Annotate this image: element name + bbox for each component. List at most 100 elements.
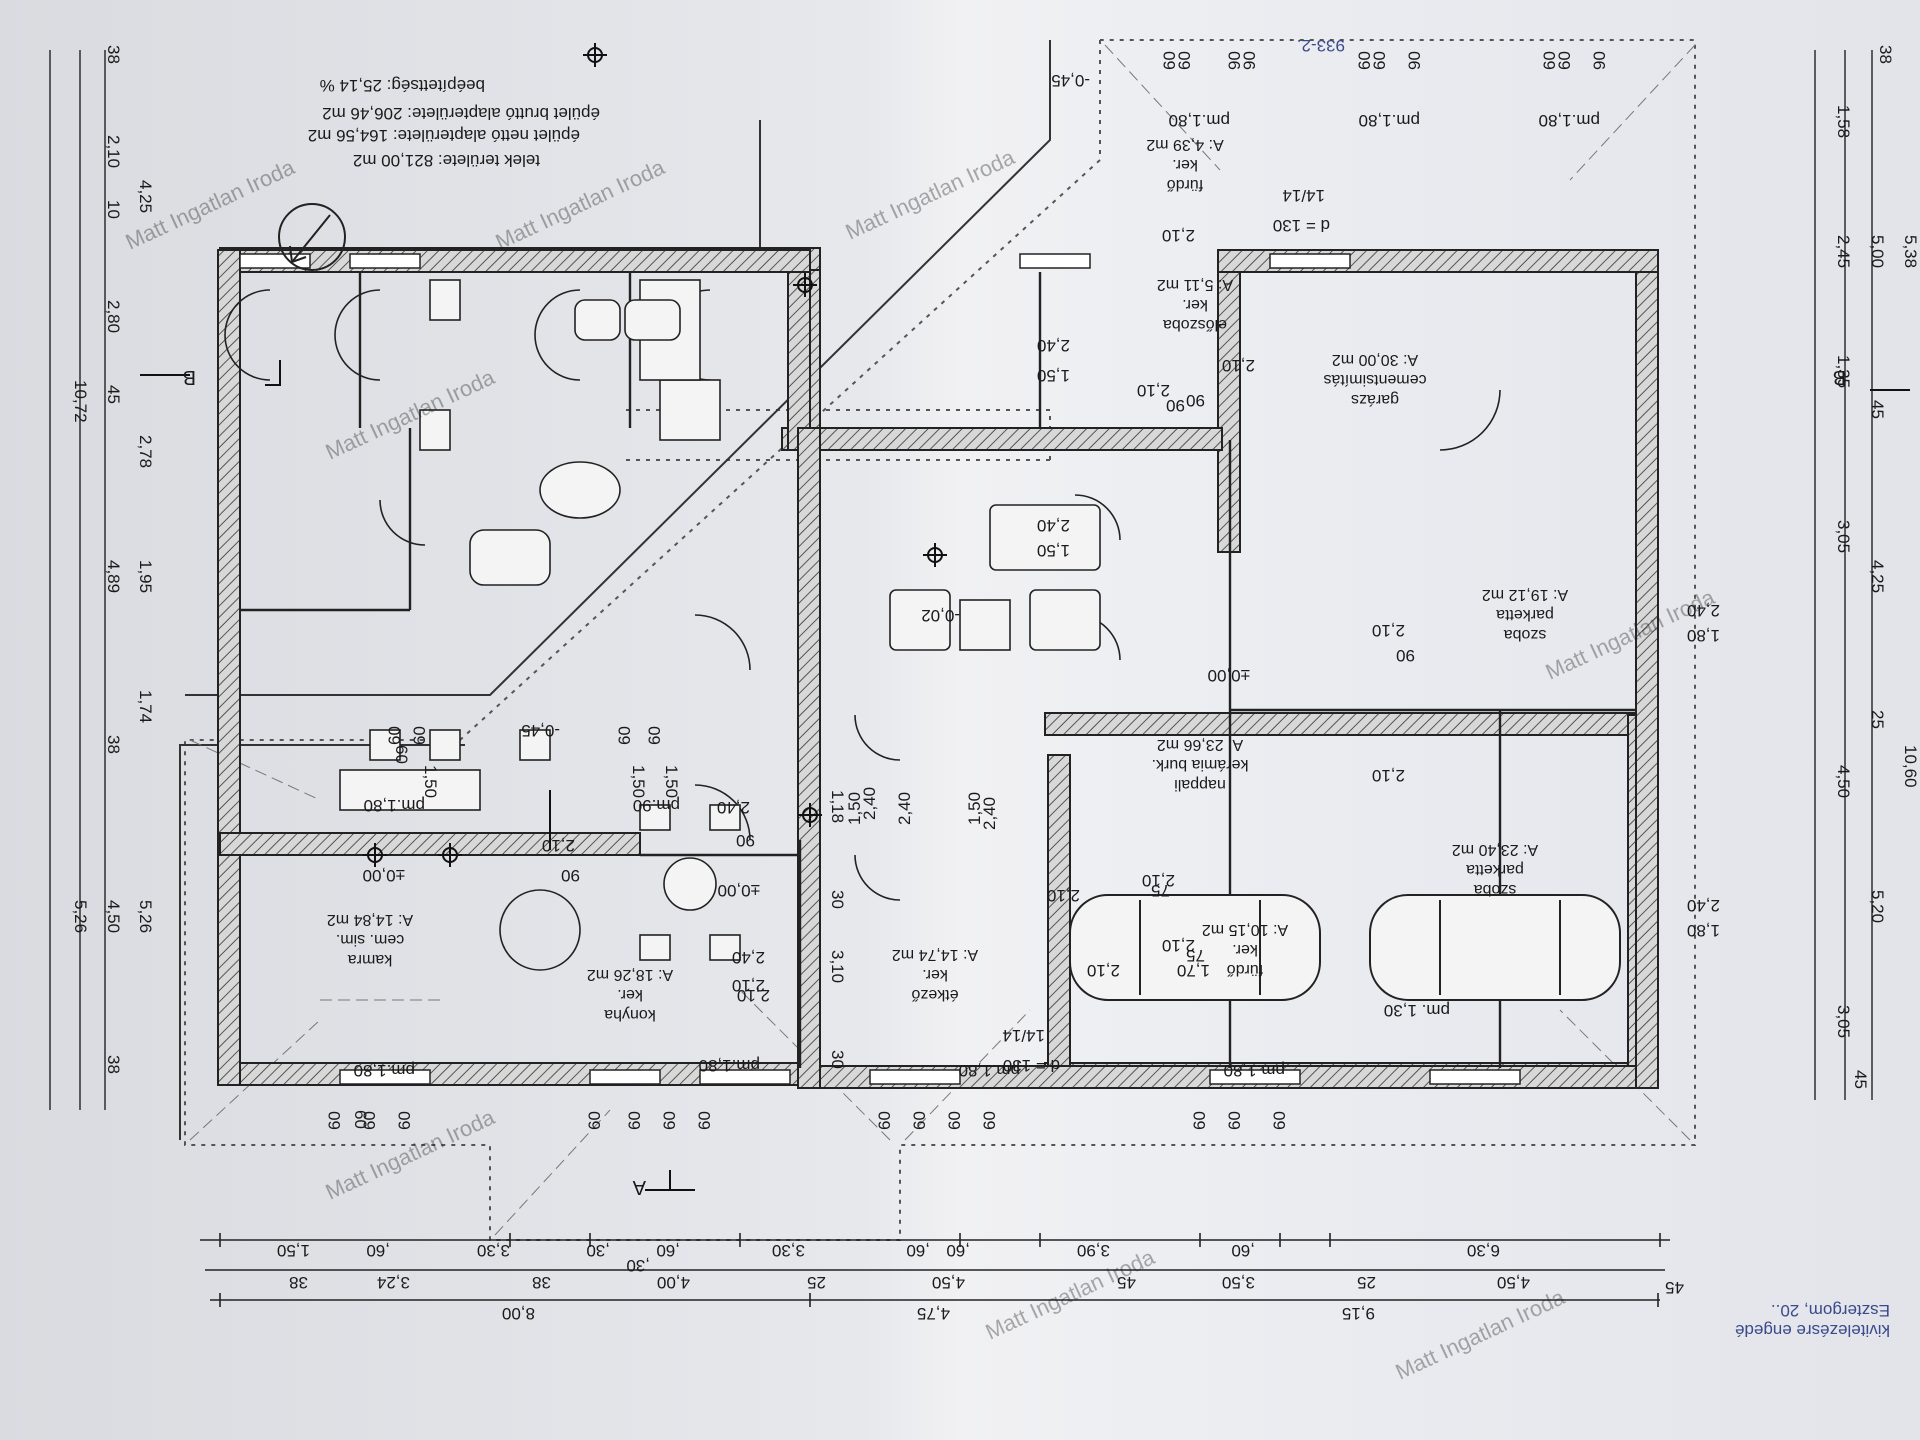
- dim-value: 4,50: [1497, 1273, 1530, 1292]
- dim-value: 4,50: [104, 900, 123, 933]
- room-szoba-1: szoba parketta A: 23,40 m2: [1452, 841, 1538, 898]
- dim-value: 90: [1405, 51, 1424, 70]
- stat-net-area: épület nettó alapterülete: 164,56 m2: [308, 126, 580, 145]
- room-area: A: 18,26 m2: [587, 966, 673, 983]
- dim-value: 2,10: [1087, 961, 1120, 980]
- dim-value: 3,90: [1077, 1241, 1110, 1260]
- level-value: ±0,00: [363, 866, 405, 885]
- room-etkezo: étkező ker. A: 14,74 m2: [892, 946, 978, 1003]
- room-name: kamra: [348, 951, 393, 968]
- dim-value: 5,20: [1868, 890, 1887, 923]
- stamp-text: kivitelezésre engedé: [1735, 1321, 1890, 1340]
- window-label: pm.1,80: [1539, 111, 1600, 130]
- dim-value: 1,80: [1687, 626, 1720, 645]
- dim-value: 1,18: [828, 790, 847, 823]
- dim-value: ,60: [1231, 1241, 1255, 1260]
- room-finish: parketta: [1496, 606, 1554, 623]
- dim-value: 3,10: [828, 950, 847, 983]
- dim-value: 3,24: [377, 1273, 410, 1292]
- dim-value: 2,10: [1137, 381, 1170, 400]
- dim-value: 90: [1186, 391, 1205, 410]
- dim-value: 2,78: [136, 435, 155, 468]
- dim-value: 38: [1876, 45, 1895, 64]
- watermark: Matt Ingatlan Iroda: [982, 1244, 1160, 1345]
- room-area: A: 5,11 m2: [1157, 276, 1233, 293]
- stair-height: d = 130: [1003, 1056, 1060, 1075]
- dim-value: 2,40: [1687, 896, 1720, 915]
- dim-value: 60: [385, 726, 404, 745]
- level-value: ±0,00: [718, 881, 760, 900]
- dim-value: 90: [1590, 51, 1609, 70]
- dim-value: 1,50: [629, 765, 648, 798]
- dim-value: 1,70: [1177, 961, 1210, 980]
- dim-value: 1,35: [1834, 355, 1853, 388]
- level-values: -0,45 -0,45 -0,02 ±0,00 ±0,00 ±0,00: [363, 71, 1250, 900]
- dim-value: 60: [945, 1111, 964, 1130]
- room-konyha: konyha ker. A: 18,26 m2: [587, 966, 673, 1023]
- dim-value: 60: [1175, 51, 1194, 70]
- dim-value: 4,25: [136, 180, 155, 213]
- section-markers: A B B: [183, 366, 1846, 1198]
- room-name: fürdő: [1227, 961, 1264, 978]
- level-value: -0,02: [921, 606, 960, 625]
- stamp-place: Esztergom, 20..: [1771, 1301, 1890, 1320]
- room-finish: cem. sim.: [336, 931, 404, 948]
- dim-value: 6,30: [1467, 1241, 1500, 1260]
- level-value: -0,45: [521, 721, 560, 740]
- room-kamra: kamra cem. sim. A: 14,84 m2: [327, 911, 413, 968]
- approval-stamp: 933-2. kivitelezésre engedé Esztergom, 2…: [1297, 36, 1890, 1340]
- room-area: A: 23,40 m2: [1452, 841, 1538, 858]
- dim-value: 2,40: [1037, 336, 1070, 355]
- dim-value: 2,10: [737, 986, 770, 1005]
- dim-value: 5,00: [1868, 235, 1887, 268]
- room-area: A: 14,74 m2: [892, 946, 978, 963]
- room-name: szoba: [1474, 881, 1517, 898]
- dim-value: 2,40: [1037, 516, 1070, 535]
- dim-value: 1,50: [421, 765, 440, 798]
- room-eloszoba: előszoba ker. A: 5,11 m2: [1157, 276, 1233, 333]
- dim-value: 25: [1868, 710, 1887, 729]
- dim-value: 25: [1357, 1273, 1376, 1292]
- dim-value: 4,00: [657, 1273, 690, 1292]
- dim-value: 60: [875, 1111, 894, 1130]
- dim-value: ,60: [946, 1241, 970, 1260]
- room-name: garázs: [1351, 391, 1399, 408]
- dim-value: ,60: [906, 1241, 930, 1260]
- dimension-lines: [49, 50, 1873, 1301]
- window-label: pm.1,80: [959, 1061, 1020, 1080]
- window-label: pm.1,80: [1359, 111, 1420, 130]
- dim-value: 60: [1370, 51, 1389, 70]
- dim-value: 1,50: [277, 1241, 310, 1260]
- dim-value: 9,15: [1342, 1304, 1375, 1323]
- dim-value: 60: [1190, 1111, 1209, 1130]
- dim-value: 3,30: [477, 1241, 510, 1260]
- dim-value: 2,40: [895, 792, 914, 825]
- dims-left: 38 2,10 10 4,25 2,80 45 2,78 10,72 4,89 …: [71, 45, 155, 1074]
- room-furdo-1: fürdő ker. A: 10,15 m2: [1202, 921, 1288, 978]
- window-label: pm.90: [633, 796, 680, 815]
- watermark: Matt Ingatlan Iroda: [1392, 1284, 1570, 1385]
- dim-value: 2,80: [104, 300, 123, 333]
- dim-value: 2,40: [732, 948, 765, 967]
- dim-value: 75: [1186, 946, 1205, 965]
- dim-value: 1,80: [1687, 921, 1720, 940]
- room-area: A: 14,84 m2: [327, 911, 413, 928]
- dim-value: 38: [104, 45, 123, 64]
- dim-value: 45: [104, 385, 123, 404]
- dim-value: 90: [1396, 646, 1415, 665]
- dim-value: 60: [695, 1111, 714, 1130]
- dim-value: 1,50: [662, 765, 681, 798]
- dim-value: 60: [1270, 1111, 1289, 1130]
- level-marks: [363, 43, 947, 867]
- dim-value: 60: [1160, 51, 1179, 70]
- window-label: pm.1,80: [354, 1061, 415, 1080]
- dim-value: 60: [645, 726, 664, 745]
- living-room-furniture: [639, 279, 1101, 651]
- dimension-ticks: [219, 1233, 1661, 1307]
- roof-outline: [184, 39, 1696, 1241]
- dim-value: 60: [615, 726, 634, 745]
- dim-value: 4,50: [1834, 765, 1853, 798]
- room-finish: parketta: [1466, 861, 1524, 878]
- level-value: -0,45: [1051, 71, 1090, 90]
- dim-value: 60: [392, 745, 411, 764]
